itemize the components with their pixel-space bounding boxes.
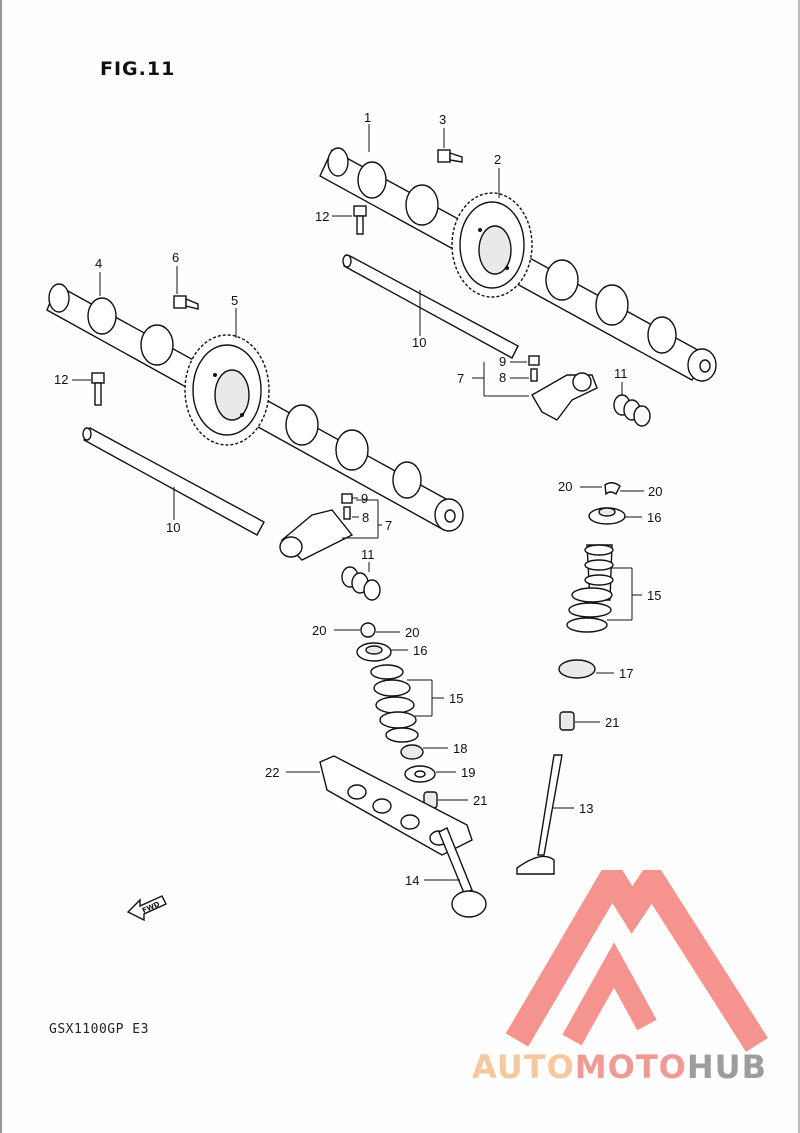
callout-8a: 8 <box>499 370 506 385</box>
callout-12a: 12 <box>315 209 329 224</box>
rocker-shaft-upper <box>342 254 519 359</box>
rocker-arm-lower <box>279 493 354 561</box>
watermark-text: AUTOMOTOHUB <box>472 1048 767 1086</box>
automotohub-logo <box>505 870 768 1052</box>
callout-9b: 9 <box>361 491 368 506</box>
rocker-shaft-lower <box>82 427 265 536</box>
watermark-hub: HUB <box>686 1048 768 1086</box>
callout-13: 13 <box>579 801 593 816</box>
valve-cotter-left <box>360 622 376 638</box>
callout-21b: 21 <box>473 793 487 808</box>
callout-18: 18 <box>453 741 467 756</box>
fwd-arrow-icon: FWD <box>126 895 167 922</box>
callout-21a: 21 <box>605 715 619 730</box>
callout-9a: 9 <box>499 354 506 369</box>
spring-seat-right <box>558 659 596 679</box>
callout-11a: 11 <box>614 366 628 381</box>
callout-20c: 20 <box>312 623 326 638</box>
callout-16b: 16 <box>413 643 427 658</box>
valve-springs-right <box>566 544 614 633</box>
callout-14: 14 <box>405 873 419 888</box>
callout-12b: 12 <box>54 372 68 387</box>
callout-8b: 8 <box>362 510 369 525</box>
bolt-3 <box>437 149 463 163</box>
spring-retainer-right <box>588 507 626 525</box>
callout-7a: 7 <box>457 371 464 386</box>
valve-13 <box>516 754 563 875</box>
callout-4: 4 <box>95 256 102 271</box>
callout-16a: 16 <box>647 510 661 525</box>
model-code: GSX1100GP E3 <box>49 1022 149 1037</box>
valve-14 <box>438 827 487 918</box>
spring-seat-left <box>400 744 424 760</box>
fwd-label: FWD <box>141 900 161 915</box>
watermark-auto: AUTO <box>472 1048 575 1086</box>
callout-6: 6 <box>172 250 179 265</box>
callout-17: 17 <box>619 666 633 681</box>
callout-15b: 15 <box>449 691 463 706</box>
spring-11-lower <box>341 566 381 601</box>
spring-retainer-left <box>356 642 392 662</box>
cam-sprocket-upper <box>451 192 533 298</box>
figure-title: FIG.11 <box>100 58 176 80</box>
valve-cotter-right <box>604 482 621 496</box>
callout-5: 5 <box>231 293 238 308</box>
washer-left <box>404 765 436 783</box>
cam-sprocket-lower <box>184 334 270 446</box>
callout-10b: 10 <box>166 520 180 535</box>
callout-3: 3 <box>439 112 446 127</box>
watermark-moto: MOTO <box>574 1048 687 1086</box>
bolt-12-lower <box>91 372 105 406</box>
callout-2: 2 <box>494 152 501 167</box>
callout-20a: 20 <box>558 479 572 494</box>
valve-springs-left <box>370 664 419 743</box>
rocker-arm-upper <box>528 355 598 421</box>
valve-guide-plate <box>319 755 473 856</box>
callout-1: 1 <box>364 110 371 125</box>
stem-seal-right <box>559 711 575 731</box>
callout-7b: 7 <box>385 518 392 533</box>
bolt-6 <box>173 295 199 310</box>
callout-11b: 11 <box>361 547 375 562</box>
callout-20d: 20 <box>405 625 419 640</box>
callout-20b: 20 <box>648 484 662 499</box>
callout-19: 19 <box>461 765 475 780</box>
bolt-12-upper <box>353 205 367 235</box>
callout-10a: 10 <box>412 335 426 350</box>
callout-22: 22 <box>265 765 279 780</box>
callouts: 1 2 3 4 5 6 7 7 8 8 9 <box>54 110 662 888</box>
spring-11-upper <box>613 394 651 427</box>
callout-15a: 15 <box>647 588 661 603</box>
